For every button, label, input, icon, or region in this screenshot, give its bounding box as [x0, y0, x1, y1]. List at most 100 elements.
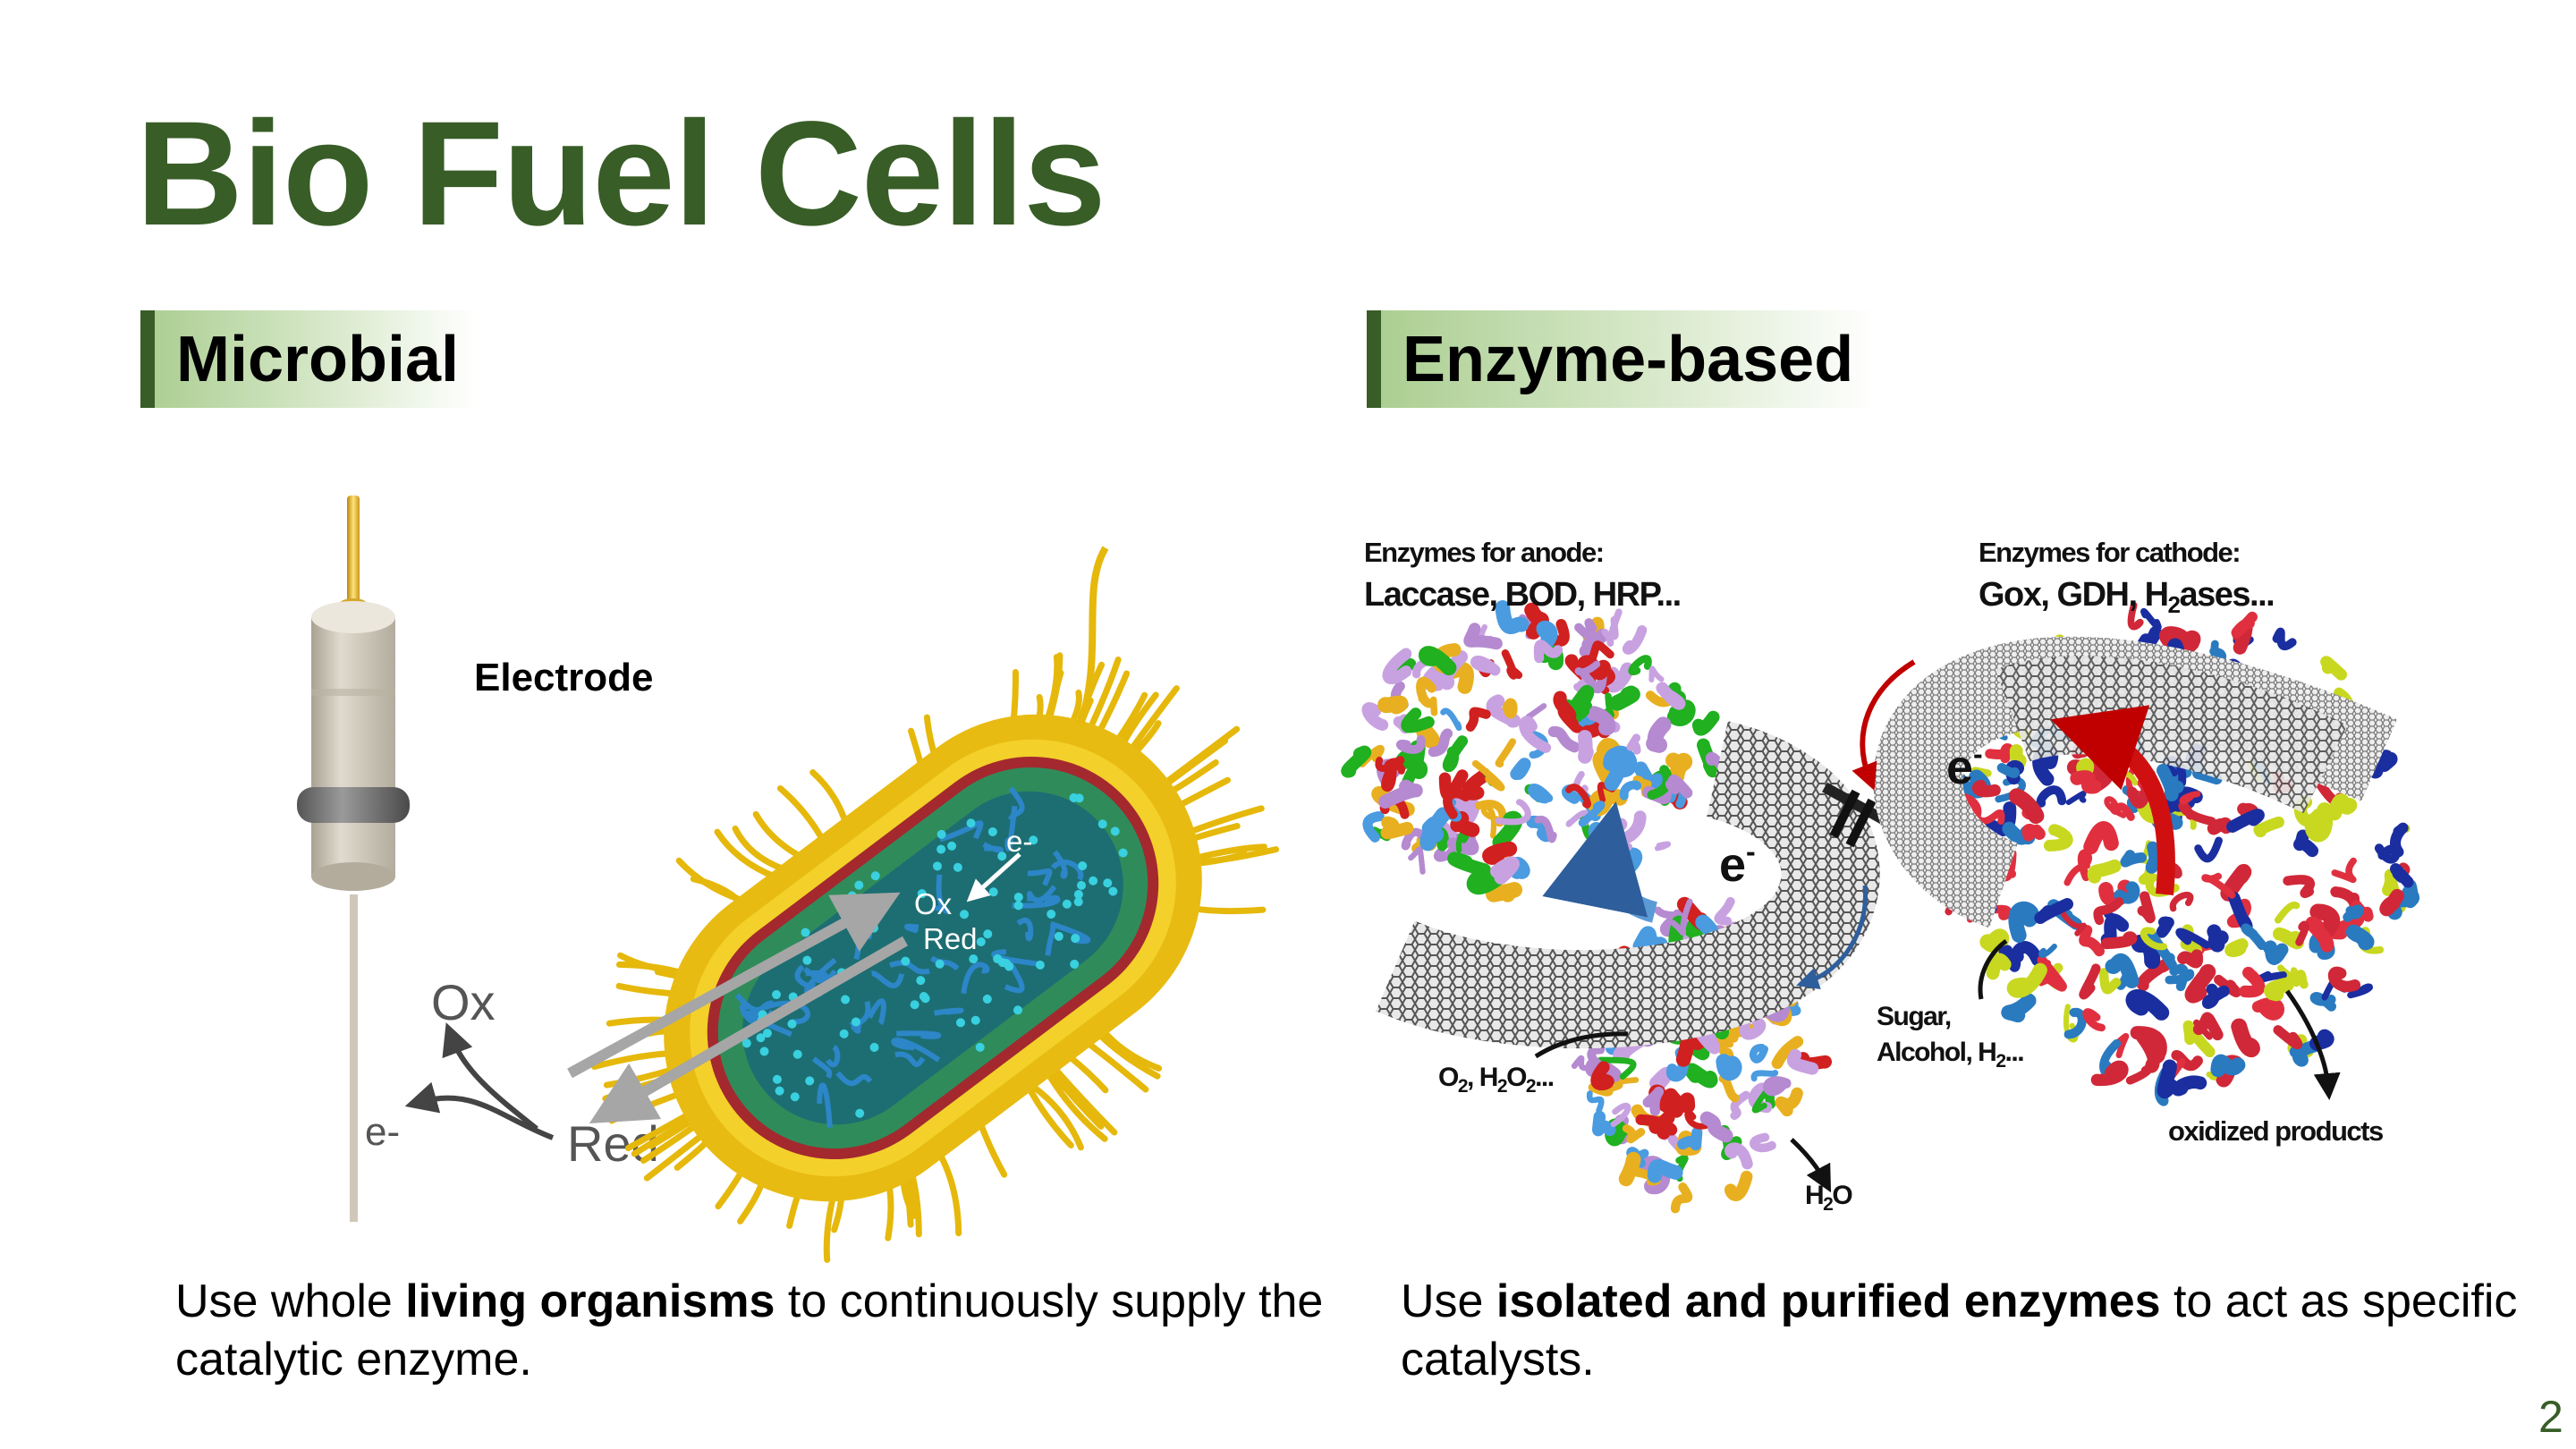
protein-ribbon [1619, 780, 1642, 801]
protein-ribbon [1486, 882, 1523, 902]
protein-ribbon [2171, 1075, 2207, 1097]
anode-electron-label: e- [1719, 835, 1756, 892]
protein-ribbon [1419, 646, 1457, 676]
protein-ribbon [2087, 859, 2122, 884]
capacitor-plate [1845, 798, 1877, 848]
ribosome [1089, 876, 1098, 886]
protein-ribbon [2125, 989, 2170, 1021]
protein-ribbon [1684, 1109, 1711, 1130]
protein-ribbon [1775, 1087, 1803, 1117]
protein-ribbon [2239, 966, 2266, 998]
dna-strand [870, 970, 905, 988]
ribosome [935, 959, 945, 969]
protein-ribbon [2093, 897, 2124, 926]
ribosome [1013, 901, 1023, 911]
dna-strand [929, 955, 960, 971]
sugar-label: Sugar, [1877, 1002, 1951, 1031]
protein-ribbon [2157, 1059, 2178, 1099]
inner-electron-arrow [966, 852, 1021, 902]
protein-ribbon [2263, 940, 2289, 965]
protein-ribbon [1443, 788, 1470, 819]
protein-ribbon [2169, 891, 2194, 912]
ribosome [976, 936, 986, 946]
protein-ribbon [1586, 706, 1616, 736]
protein-ribbon [1519, 716, 1552, 753]
ribosome [787, 1019, 797, 1029]
protein-ribbon [2372, 750, 2398, 772]
protein-ribbon [1975, 809, 2005, 825]
protein-ribbon [1470, 655, 1501, 676]
protein-ribbon [2177, 949, 2204, 969]
protein-ribbon [1375, 756, 1405, 775]
protein-ribbon [2105, 953, 2140, 989]
dna-strand [896, 1030, 942, 1039]
dna-strand [1012, 894, 1061, 909]
protein-ribbon [1463, 623, 1503, 650]
protein-ribbon [1586, 1090, 1605, 1114]
ribosome [988, 887, 998, 897]
protein-ribbon [1622, 625, 1648, 655]
protein-ribbon [2343, 904, 2364, 922]
ribosome [1078, 861, 1088, 871]
ribosome [790, 1092, 800, 1102]
protein-ribbon [2309, 992, 2336, 1012]
ribosome [982, 994, 992, 1004]
protein-ribbon [1610, 1102, 1631, 1128]
protein-ribbon [2305, 916, 2334, 953]
protein-ribbon [1401, 827, 1427, 851]
dna-strands [734, 786, 1091, 1129]
protein-ribbon [1985, 743, 2014, 764]
protein-ribbon [2137, 891, 2156, 924]
protein-ribbon [1578, 730, 1594, 764]
ox-label: Ox [431, 974, 496, 1030]
protein-ribbon [2140, 607, 2162, 631]
protein-ribbon [1380, 816, 1414, 840]
ribosome [854, 880, 864, 890]
protein-ribbon [1750, 1070, 1779, 1082]
protein-ribbon [1647, 765, 1673, 801]
dna-strand [811, 1056, 833, 1079]
protein-ribbon [2194, 836, 2223, 863]
ribosome [983, 929, 993, 939]
protein-ribbon [2390, 822, 2409, 858]
dna-strand [835, 1071, 873, 1087]
protein-ribbon [1714, 896, 1735, 926]
ribosome [1097, 819, 1107, 829]
oxygen-label: O2, H2O2... [1438, 1063, 1554, 1097]
protein-ribbon [1611, 1077, 1640, 1091]
dna-strand [1045, 924, 1056, 956]
ribosome [1077, 880, 1087, 890]
ribosome [936, 844, 946, 854]
protein-ribbon [2201, 872, 2236, 899]
protein-ribbon [1603, 747, 1628, 792]
pilus [732, 825, 787, 872]
ribosome [1103, 878, 1113, 888]
protein-ribbon [1341, 745, 1372, 778]
protein-ribbon [2283, 875, 2315, 899]
ribosome [855, 1108, 865, 1118]
protein-ribbon [1992, 904, 2012, 920]
protein-ribbon [2207, 817, 2233, 835]
sugar-pointer [1978, 938, 2008, 1000]
protein-ribbon [1654, 841, 1672, 852]
protein-ribbon [1361, 702, 1389, 731]
ribosome [956, 1018, 966, 1028]
dna-strand [939, 820, 984, 843]
dna-strand [805, 970, 828, 984]
protein-ribbon [2237, 802, 2259, 820]
dna-strand [889, 960, 930, 975]
section-heading: Microbial [176, 323, 460, 395]
water-label: H2O [1805, 1181, 1852, 1215]
outward-gray-arrow [589, 936, 909, 1124]
electron-label: e- [365, 1110, 400, 1154]
protein-ribbon [2043, 824, 2073, 852]
protein-ribbon [2207, 924, 2229, 953]
ribosome [772, 1074, 782, 1084]
slide-title: Bio Fuel Cells [136, 91, 1106, 257]
protein-ribbon [2037, 955, 2067, 992]
red-thin-arrow [1852, 659, 1916, 791]
protein-ribbon [2036, 785, 2067, 808]
protein-ribbon [2182, 1020, 2216, 1058]
ribosome [869, 1042, 879, 1052]
protein-ribbon [2021, 824, 2046, 842]
